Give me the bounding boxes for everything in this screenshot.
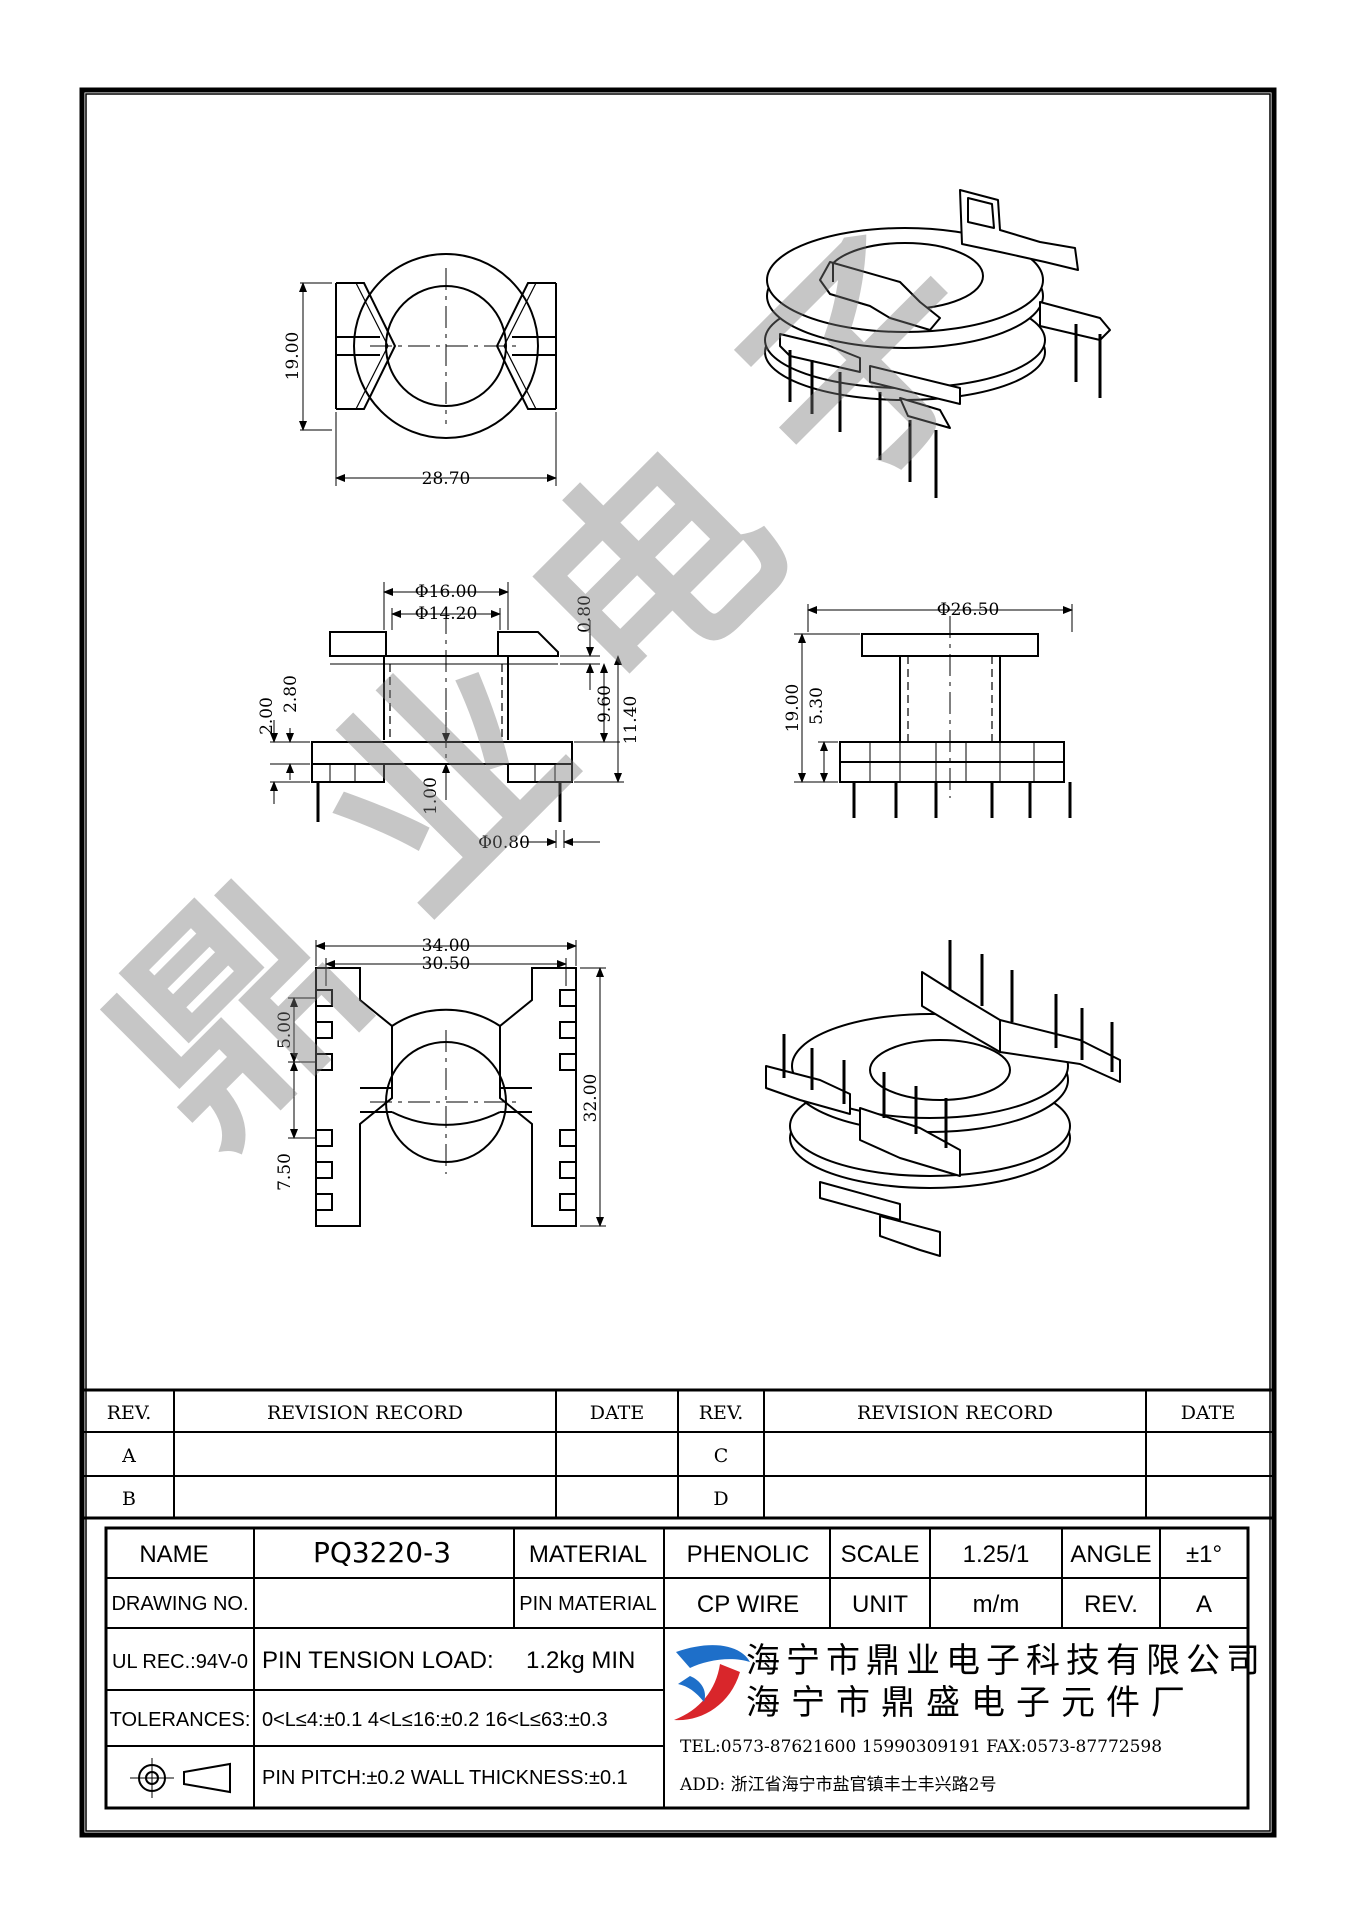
dim-2-00: 2.00 (257, 697, 277, 735)
dim-d26-5: Φ26.50 (937, 600, 1000, 620)
dim-28-70: 28.70 (422, 469, 471, 489)
company-name-1: 海宁市鼎业电子科技有限公司 (746, 1641, 1266, 1681)
dim-11-40: 11.40 (621, 696, 641, 745)
pin-tension-label: PIN TENSION LOAD: (262, 1647, 494, 1674)
dim-19-00: 19.00 (283, 332, 303, 381)
company-address: ADD: 浙江省海宁市盐官镇丰士丰兴路2号 (679, 1775, 996, 1795)
dim-d14-2: Φ14.20 (415, 604, 478, 624)
side-view-right (794, 604, 1073, 818)
watermark-char-2: 业 (270, 607, 621, 958)
dim-7-50: 7.50 (275, 1153, 295, 1191)
projection-symbol-icon (130, 1758, 231, 1798)
tolerances-value: 0<L≤4:±0.1 4<L≤16:±0.2 16<L≤63:±0.3 (262, 1709, 608, 1731)
dim-1-00: 1.00 (421, 777, 441, 815)
isometric-view-bottom (765, 940, 1121, 1257)
drawing-no-label: DRAWING NO. (111, 1593, 248, 1615)
angle-label: ANGLE (1070, 1541, 1151, 1568)
pin-material-label: PIN MATERIAL (519, 1593, 656, 1615)
dim-34-00: 34.00 (422, 936, 471, 956)
rev-label: REV. (1084, 1591, 1138, 1618)
rev-row-b: B (122, 1488, 136, 1510)
name-label: NAME (139, 1541, 208, 1568)
angle-value: ±1° (1186, 1541, 1222, 1568)
outer-border (79, 87, 1277, 1838)
bottom-view (288, 940, 606, 1227)
dim-0-80-top: 0.80 (575, 595, 595, 633)
rev-header-2: REVISION RECORD (267, 1402, 463, 1424)
scale-value: 1.25/1 (963, 1541, 1030, 1568)
side-view-left (270, 582, 624, 848)
dim-19-00-side: 19.00 (783, 684, 803, 733)
company-logo-icon (674, 1645, 750, 1721)
dim-2-80: 2.80 (281, 675, 301, 713)
unit-label: UNIT (852, 1591, 908, 1618)
ul-rec-label: UL REC.:94V-0 (112, 1651, 248, 1673)
tolerances-label: TOLERANCES: (110, 1709, 251, 1731)
scale-label: SCALE (841, 1541, 920, 1568)
pin-pitch: PIN PITCH:±0.2 WALL THICKNESS:±0.1 (262, 1767, 628, 1789)
dim-32-00: 32.00 (581, 1074, 601, 1123)
material-label: MATERIAL (529, 1541, 647, 1568)
pin-material-value: CP WIRE (697, 1591, 799, 1618)
rev-header-1: REV. (107, 1402, 152, 1424)
dim-9-60: 9.60 (595, 685, 615, 723)
watermark-char-1: 鼎 (60, 837, 411, 1188)
top-view (299, 253, 557, 486)
part-name: PQ3220-3 (313, 1536, 451, 1569)
rev-header-4: REV. (699, 1402, 744, 1424)
pin-tension-value: 1.2kg MIN (526, 1647, 635, 1674)
company-tel: TEL:0573-87621600 15990309191 FAX:0573-8… (680, 1737, 1162, 1757)
company-name-2: 海宁市鼎盛电子元件厂 (746, 1683, 1196, 1723)
dim-d0-80: Φ0.80 (478, 833, 530, 853)
material-value: PHENOLIC (687, 1541, 810, 1568)
inner-border (85, 93, 1271, 1832)
rev-row-c: C (714, 1445, 729, 1467)
rev-header-3: DATE (590, 1402, 644, 1424)
revision-table (84, 1388, 1272, 1520)
watermark-char-3: 电 (480, 397, 831, 748)
rev-row-d: D (713, 1488, 728, 1510)
rev-header-5: REVISION RECORD (857, 1402, 1053, 1424)
rev-header-6: DATE (1181, 1402, 1235, 1424)
dim-5-30: 5.30 (807, 687, 827, 725)
rev-row-a: A (121, 1445, 136, 1467)
unit-value: m/m (973, 1591, 1020, 1618)
isometric-view-top (764, 189, 1111, 498)
dim-5-00: 5.00 (275, 1011, 295, 1049)
rev-value: A (1196, 1591, 1212, 1618)
title-block-grid (104, 1526, 1250, 1810)
dim-30-50: 30.50 (422, 954, 471, 974)
dim-d16: Φ16.00 (415, 582, 478, 602)
